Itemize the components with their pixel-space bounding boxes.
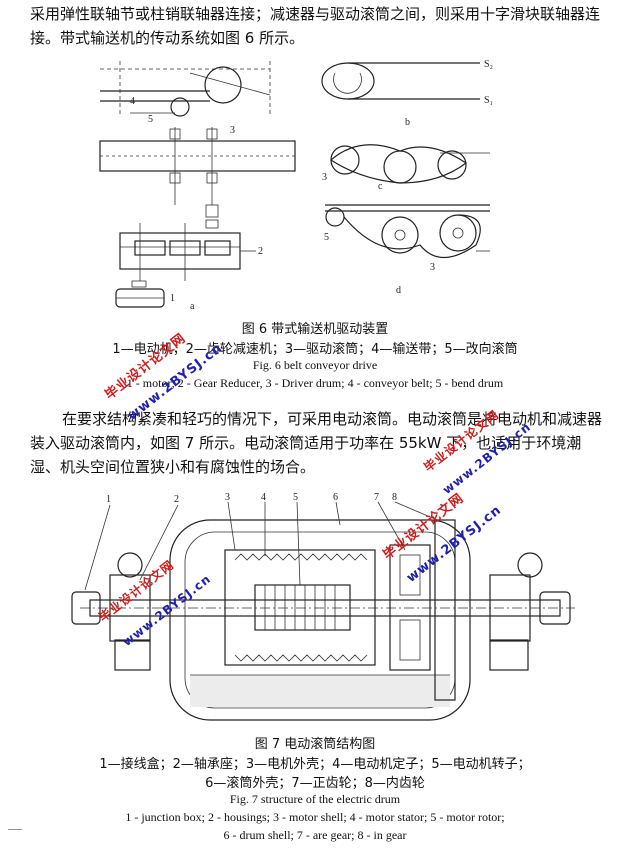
figure-7-drawing: 1 2 3 4 5 6 7 8 (71, 492, 575, 721)
fig6-label-d5: 5 (324, 232, 329, 243)
fig7-legend-en-2: 6 - drum shell; 7 - are gear; 8 - in gea… (223, 828, 407, 842)
fig6-legend-zh: 1—电动机；2—齿轮减速机；3—驱动滚筒；4—输送带；5—改向滚筒 (112, 342, 518, 357)
fig6-label-3: 3 (230, 125, 235, 136)
fig6-caption-en: Fig. 6 belt conveyor drive (252, 358, 378, 372)
fig7-label-2: 2 (174, 494, 179, 505)
fig7-label-6: 6 (333, 492, 338, 503)
fig6-panel-c: 3 c (322, 144, 490, 192)
fig6-panel-d: 5 3 d (324, 204, 490, 296)
fig6-label-2: 2 (258, 246, 263, 257)
fig6-label-s2: S₂ (484, 59, 493, 70)
fig6-label-d3: 3 (430, 262, 435, 273)
fig7-label-5: 5 (293, 492, 298, 503)
fig6-label-4: 4 (130, 96, 135, 107)
fig6-label-a: a (190, 301, 195, 312)
fig6-caption-zh: 图 6 带式输送机驱动装置 (241, 322, 389, 337)
fig6-label-c3: 3 (322, 172, 327, 183)
fig7-label-7: 7 (374, 492, 379, 503)
fig7-stator (234, 553, 368, 662)
fig6-label-s1: S₁ (484, 95, 493, 106)
fig7-caption-en: Fig. 7 structure of the electric drum (229, 792, 401, 806)
footnote-separator (8, 829, 22, 830)
fig7-label-8: 8 (392, 492, 397, 503)
fig6-label-5: 5 (148, 114, 153, 125)
fig6-legend-en: 1 - motor; 2 - Gear Reducer, 3 - Driver … (126, 376, 504, 390)
fig7-legend-zh-2: 6—滚筒外壳；7—正齿轮；8—内齿轮 (205, 776, 425, 791)
body-paragraph-electric-drum: 在要求结构紧凑和轻巧的情况下，可采用电动滚筒。电动滚筒是将电动机和减速器装入驱动… (30, 410, 603, 476)
fig6-panel-b: S₂ S₁ b (321, 59, 493, 128)
fig7-legend-en-1: 1 - junction box; 2 - housings; 3 - moto… (125, 810, 505, 824)
fig6-panel-a: 4 5 3 2 1 (99, 61, 296, 308)
figure-6-drawing: 4 5 3 2 1 S₂ S₁ b (99, 59, 493, 312)
fig7-legend-zh-1: 1—接线盒；2—轴承座；3—电机外壳；4—电动机定子；5—电动机转子； (99, 757, 531, 772)
fig7-label-1: 1 (106, 494, 111, 505)
intro-paragraph: 采用弹性联轴节或柱销联轴器连接；减速器与驱动滚筒之间，则采用十字滑块联轴器连接。… (30, 5, 601, 47)
fig7-label-3: 3 (225, 492, 230, 503)
fig6-label-d: d (396, 285, 401, 296)
fig6-label-b: b (405, 117, 410, 128)
fig7-caption-zh: 图 7 电动滚筒结构图 (254, 737, 376, 752)
fig6-label-1: 1 (170, 293, 175, 304)
fig6-label-c: c (378, 181, 383, 192)
fig7-label-4: 4 (261, 492, 266, 503)
